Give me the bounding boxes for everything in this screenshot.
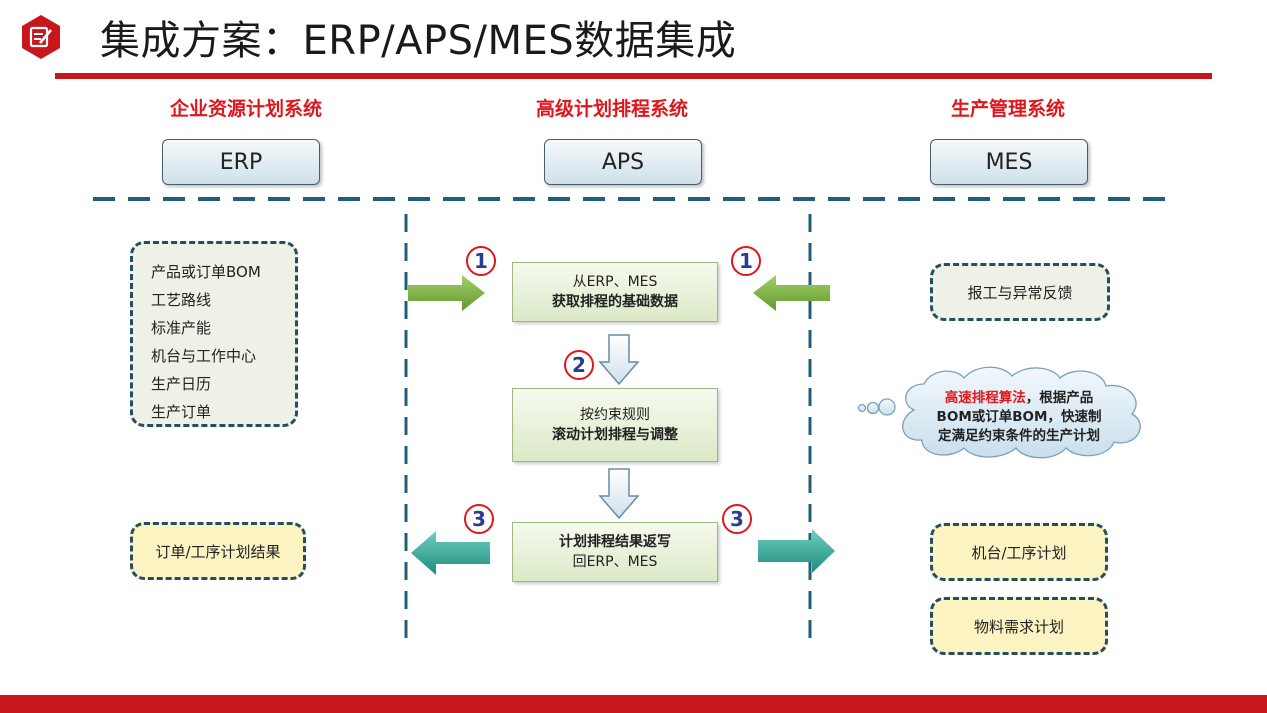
cloud-line2: BOM或订单BOM，快速制 [936, 409, 1102, 425]
erp-system-box: ERP [162, 139, 320, 185]
title-underline [55, 73, 1212, 79]
down-arrow-icon [598, 334, 640, 386]
cloud-text: 高速排程算法，根据产品 BOM或订单BOM，快速制 定满足约束条件的生产计划 [905, 389, 1133, 446]
step2-line2: 滚动计划排程与调整 [552, 427, 678, 443]
left-arrow-icon [411, 531, 490, 575]
list-item: 工艺路线 [151, 291, 212, 309]
aps-step2-box: 按约束规则 滚动计划排程与调整 [512, 388, 718, 462]
right-arrow-icon [758, 529, 835, 573]
step-marker-3: 3 [464, 504, 494, 534]
aps-step3-box: 计划排程结果返写 回ERP、MES [512, 522, 718, 582]
step-marker-1: 1 [731, 246, 761, 276]
cloud-line3: 定满足约束条件的生产计划 [938, 428, 1100, 444]
left-arrow-icon [753, 275, 830, 311]
mes-heading: 生产管理系统 [950, 98, 1065, 120]
step-marker-2: 2 [564, 350, 594, 380]
list-item: 标准产能 [151, 319, 212, 337]
list-item: 机台与工作中心 [151, 347, 257, 365]
mes-output-box: 机台/工序计划 [930, 523, 1108, 581]
step-marker-3: 3 [722, 504, 752, 534]
list-item: 生产日历 [151, 375, 212, 393]
cloud-highlight: 高速排程算法 [944, 390, 1026, 406]
step-marker-1: 1 [466, 246, 496, 276]
edit-note-icon [22, 15, 60, 59]
list-item: 产品或订单BOM [151, 263, 261, 281]
aps-system-box: APS [544, 139, 702, 185]
erp-result-box: 订单/工序计划结果 [130, 522, 306, 580]
step3-line1: 计划排程结果返写 [559, 534, 671, 550]
step2-line1: 按约束规则 [580, 407, 650, 423]
aps-heading: 高级计划排程系统 [535, 98, 688, 120]
erp-heading: 企业资源计划系统 [169, 98, 322, 120]
step1-line2: 获取排程的基础数据 [552, 294, 678, 310]
footer-bar [0, 695, 1267, 713]
step3-line2: 回ERP、MES [572, 554, 658, 570]
step1-line1: 从ERP、MES [572, 274, 658, 290]
list-item: 生产订单 [151, 403, 212, 421]
thought-cloud-shape [857, 366, 1141, 459]
mes-output-box: 物料需求计划 [930, 597, 1108, 655]
cloud-line1: ，根据产品 [1025, 390, 1094, 406]
aps-step1-box: 从ERP、MES 获取排程的基础数据 [512, 262, 718, 322]
mes-system-box: MES [930, 139, 1088, 185]
page-title: 集成方案：ERP/APS/MES数据集成 [100, 18, 737, 64]
mes-feedback-box: 报工与异常反馈 [930, 263, 1110, 321]
down-arrow-icon [598, 468, 640, 520]
erp-input-list: 产品或订单BOM 工艺路线 标准产能 机台与工作中心 生产日历 生产订单 [130, 241, 298, 427]
right-arrow-icon [408, 275, 485, 311]
